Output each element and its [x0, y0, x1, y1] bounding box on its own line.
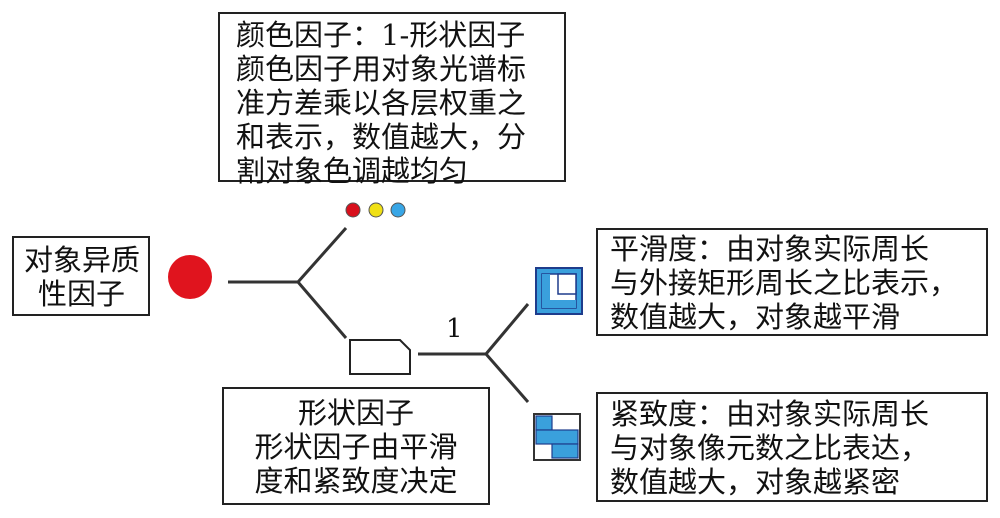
shape-factor-line-1: 形状因子 [297, 396, 414, 430]
smoothness-line-2: 与外接矩形周长之比表示， [610, 266, 959, 300]
red-dot-icon [168, 255, 212, 299]
color-factor-box: 颜色因子：1-形状因子 颜色因子用对象光谱标 准方差乘以各层权重之 和表示，数值… [218, 12, 566, 188]
document-shape-icon [349, 339, 411, 375]
color-factor-line-3: 准方差乘以各层权重之 [236, 86, 527, 120]
color-factor-line-4: 和表示，数值越大，分 [236, 120, 527, 154]
compactness-box: 紧致度：由对象实际周长 与对象像元数之比表达， 数值越大，对象越紧密 [596, 392, 988, 502]
compactness-line-1: 紧致度：由对象实际周长 [610, 397, 930, 431]
smooth-square-icon [535, 267, 583, 315]
connector-hub2-to-smooth [484, 303, 530, 355]
connector-hub-to-color [296, 227, 348, 283]
color-factor-line-1: 颜色因子：1-形状因子 [236, 18, 526, 52]
color-dots-icon [345, 202, 406, 218]
color-factor-line-2: 颜色因子用对象光谱标 [236, 52, 527, 86]
compact-blocks-icon [533, 413, 581, 461]
heterogeneity-line-1: 对象异质 [24, 243, 141, 277]
shape-factor-line-2: 形状因子由平滑 [254, 430, 458, 464]
heterogeneity-line-2: 性因子 [38, 277, 126, 311]
shape-factor-line-3: 度和紧致度决定 [254, 464, 458, 498]
smoothness-line-3: 数值越大，对象越平滑 [610, 300, 901, 334]
connector-hub-to-shape [296, 281, 348, 339]
compactness-line-2: 与对象像元数之比表达， [610, 431, 930, 465]
heterogeneity-factor-box: 对象异质 性因子 [12, 236, 150, 316]
shape-factor-box: 形状因子 形状因子由平滑 度和紧致度决定 [222, 387, 490, 505]
smoothness-box: 平滑度：由对象实际周长 与外接矩形周长之比表示， 数值越大，对象越平滑 [596, 228, 988, 336]
connector-hub2-to-compact [484, 353, 530, 403]
smoothness-line-1: 平滑度：由对象实际周长 [610, 232, 930, 266]
edge-weight-label: 1 [446, 314, 463, 344]
color-factor-line-5: 割对象色调越均匀 [236, 154, 469, 188]
compactness-line-3: 数值越大，对象越紧密 [610, 465, 901, 499]
